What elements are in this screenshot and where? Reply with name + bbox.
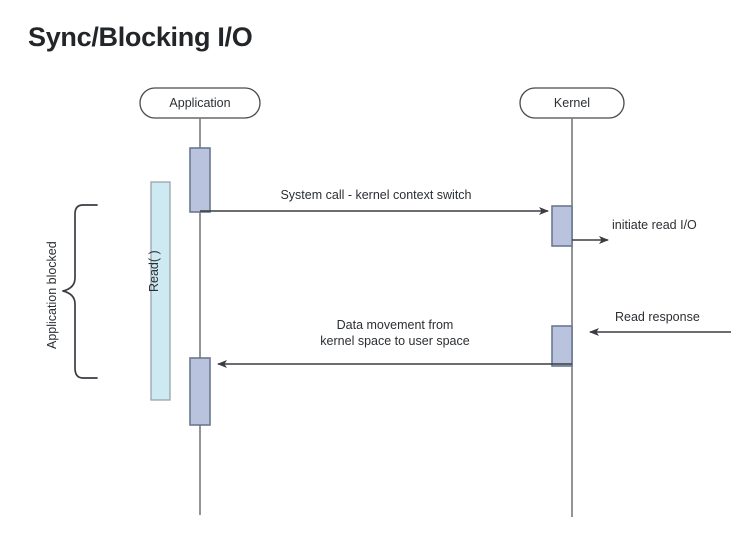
blocking-bar-label-read: Read( ) [147, 250, 161, 292]
lifeline-label-application: Application [169, 96, 231, 110]
brace-application-blocked [62, 204, 98, 379]
message-label-read-response: Read response [615, 310, 700, 324]
lifeline-label-kernel: Kernel [553, 96, 591, 110]
activation-application-return [189, 357, 211, 426]
brace-label-application-blocked: Application blocked [45, 241, 59, 349]
activation-application-call [189, 147, 211, 213]
message-label-data-movement-line1: Data movement from [336, 318, 454, 332]
activation-kernel-read [551, 205, 573, 247]
activation-kernel-response [551, 325, 573, 367]
blocking-bar-read [150, 181, 171, 401]
message-label-initiate-read-io: initiate read I/O [612, 218, 697, 232]
page-title: Sync/Blocking I/O [28, 22, 253, 52]
message-label-data-movement-line2: kernel space to user space [320, 334, 470, 348]
lifeline-kernel[interactable] [519, 87, 625, 517]
message-label-system-call: System call - kernel context switch [280, 188, 472, 202]
